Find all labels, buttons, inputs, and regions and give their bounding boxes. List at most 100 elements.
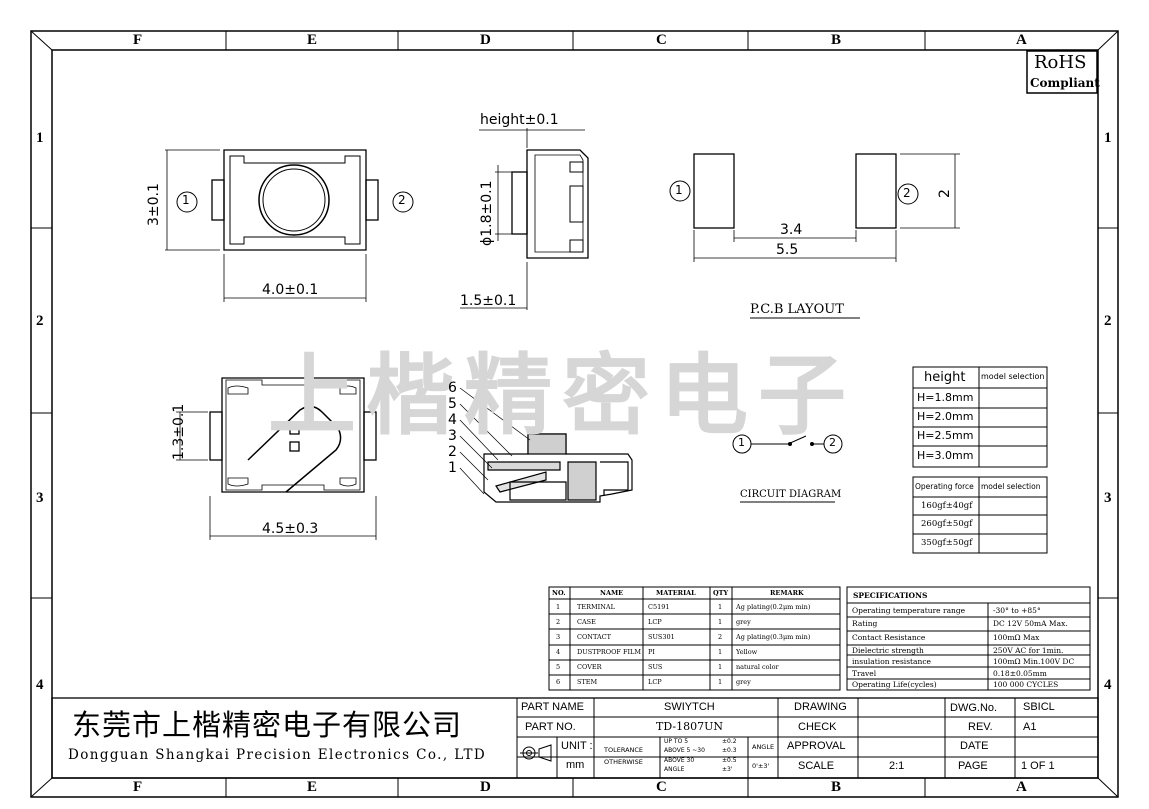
materials-cell: 6 xyxy=(556,678,561,686)
materials-cell: C5191 xyxy=(648,603,670,611)
row-label-left-2: 2 xyxy=(36,313,44,329)
rohs-badge-frame xyxy=(1026,50,1098,94)
materials-cell: Ag plating(0.3μm min) xyxy=(736,633,811,641)
specs-value: -30° to +85° xyxy=(993,606,1041,615)
materials-cell: STEM xyxy=(577,678,598,686)
outer-frame xyxy=(30,30,1119,798)
row-label-right-2: 2 xyxy=(1104,313,1112,329)
materials-cell: grey xyxy=(736,618,751,626)
tol-5-30: ABOVE 5 ~30 xyxy=(664,747,705,754)
materials-cell: CASE xyxy=(577,618,596,626)
part-no-value: TD-1807UN xyxy=(656,720,723,733)
tol-up-to-5: UP TO 5 xyxy=(664,738,689,745)
check-label: CHECK xyxy=(798,721,837,733)
dim-pcb-spacing-outer: 5.5 xyxy=(776,242,799,258)
materials-header-no: NO. xyxy=(552,589,566,597)
materials-cell: LCP xyxy=(648,678,662,686)
section-callout-6: 6 xyxy=(448,380,457,396)
section-callout-3: 3 xyxy=(448,428,457,444)
row-label-left-4: 4 xyxy=(36,677,44,693)
materials-cell: COVER xyxy=(577,663,602,671)
force-table-header-model: model selection xyxy=(981,482,1041,491)
materials-cell: 1 xyxy=(718,678,723,686)
dwg-no-value: SBICL xyxy=(1023,701,1055,713)
company-name-english: Dongguan Shangkai Precision Electronics … xyxy=(68,747,487,763)
dim-bottom-tab: 1.3±0.1 xyxy=(171,403,187,460)
materials-cell: LCP xyxy=(648,618,662,626)
terminal-2-label-top: 2 xyxy=(398,193,406,207)
height-table-header-height: height xyxy=(924,370,966,385)
circuit-diagram xyxy=(732,434,843,503)
tol-angle: ANGLE xyxy=(664,766,685,773)
force-table-grid xyxy=(912,476,1048,554)
part-name-label: PART NAME xyxy=(521,701,584,713)
height-table-header-model: model selection xyxy=(981,372,1045,381)
specs-label: Operating Life(cycles) xyxy=(852,680,937,689)
materials-cell: Yellow xyxy=(736,648,758,656)
specs-value: 100 000 CYCLES xyxy=(993,680,1059,689)
column-label-bottom-f: F xyxy=(133,779,143,795)
materials-cell: 1 xyxy=(718,648,723,656)
top-view xyxy=(165,149,414,302)
materials-cell: grey xyxy=(736,678,751,686)
column-label-bottom-d: D xyxy=(480,779,491,795)
specs-value: DC 12V 50mA Max. xyxy=(993,619,1068,628)
materials-cell: 5 xyxy=(556,663,561,671)
unit-label: UNIT : xyxy=(561,740,593,752)
materials-cell: DUSTPROOF FILM xyxy=(577,648,642,656)
column-label-top-e: E xyxy=(307,32,318,48)
column-label-top-d: D xyxy=(480,32,491,48)
part-name-value: SWIYTCH xyxy=(664,701,715,713)
title-block-grid xyxy=(51,697,1099,779)
pcb-layout xyxy=(669,153,960,319)
terminal-1-label-pcb: 1 xyxy=(675,183,683,197)
tol-5-30-value: ±0.3 xyxy=(722,747,737,754)
specs-label: Dielectric strength xyxy=(852,646,924,655)
force-table-row: 350gf±50gf xyxy=(921,538,973,548)
height-table-row: H=2.0mm xyxy=(917,410,974,423)
dim-top-view-height: 3±0.1 xyxy=(146,183,162,226)
dim-side-width: 1.5±0.1 xyxy=(460,293,517,309)
specs-value: 100mΩ Min.100V DC xyxy=(993,657,1075,666)
tolerance-label: TOLERANCE xyxy=(604,746,644,754)
side-view xyxy=(460,128,589,310)
specs-label: Rating xyxy=(852,619,878,628)
approval-label: APPROVAL xyxy=(787,740,846,752)
materials-header-qty: QTY xyxy=(713,589,729,597)
circuit-terminal-2: 2 xyxy=(829,436,836,449)
materials-cell: 3 xyxy=(556,633,561,641)
column-label-bottom-c: C xyxy=(656,779,667,795)
scale-value: 2:1 xyxy=(889,760,905,772)
part-no-label: PART NO. xyxy=(525,721,576,733)
scale-label: SCALE xyxy=(798,760,835,772)
page-label: PAGE xyxy=(958,760,988,772)
rohs-label: RoHS xyxy=(1034,52,1087,73)
tol-up-to-5-value: ±0.2 xyxy=(722,738,737,745)
materials-cell: 1 xyxy=(718,618,723,626)
section-callout-4: 4 xyxy=(448,412,457,428)
tol-angle-value: ±3' xyxy=(722,766,733,773)
materials-table-grid xyxy=(548,586,841,691)
tol-above-30: ABOVE 30 xyxy=(664,757,695,764)
materials-cell: PI xyxy=(648,648,655,656)
column-label-bottom-a: A xyxy=(1016,779,1027,795)
column-label-top-f: F xyxy=(133,32,143,48)
otherwise-label: OTHERWISE xyxy=(604,758,643,766)
force-table-header-force: Operating force xyxy=(915,482,974,491)
row-label-right-3: 3 xyxy=(1104,490,1112,506)
unit-value: mm xyxy=(566,759,585,771)
dim-pcb-spacing-inner: 3.4 xyxy=(780,222,803,238)
height-table-row: H=1.8mm xyxy=(917,391,974,404)
specs-table-grid xyxy=(846,586,1091,691)
materials-cell: 4 xyxy=(556,648,561,656)
specs-value: 100mΩ Max xyxy=(993,633,1040,642)
specs-value: 0.18±0.05mm xyxy=(993,669,1047,678)
rev-label: REV. xyxy=(968,721,993,733)
materials-cell: TERMINAL xyxy=(577,603,615,611)
specs-label: Contact Resistance xyxy=(852,633,926,642)
circuit-diagram-title: CIRCUIT DIAGRAM xyxy=(740,489,842,500)
materials-header-material: MATERIAL xyxy=(656,589,696,597)
section-callout-2: 2 xyxy=(448,444,457,460)
column-label-top-c: C xyxy=(656,32,667,48)
